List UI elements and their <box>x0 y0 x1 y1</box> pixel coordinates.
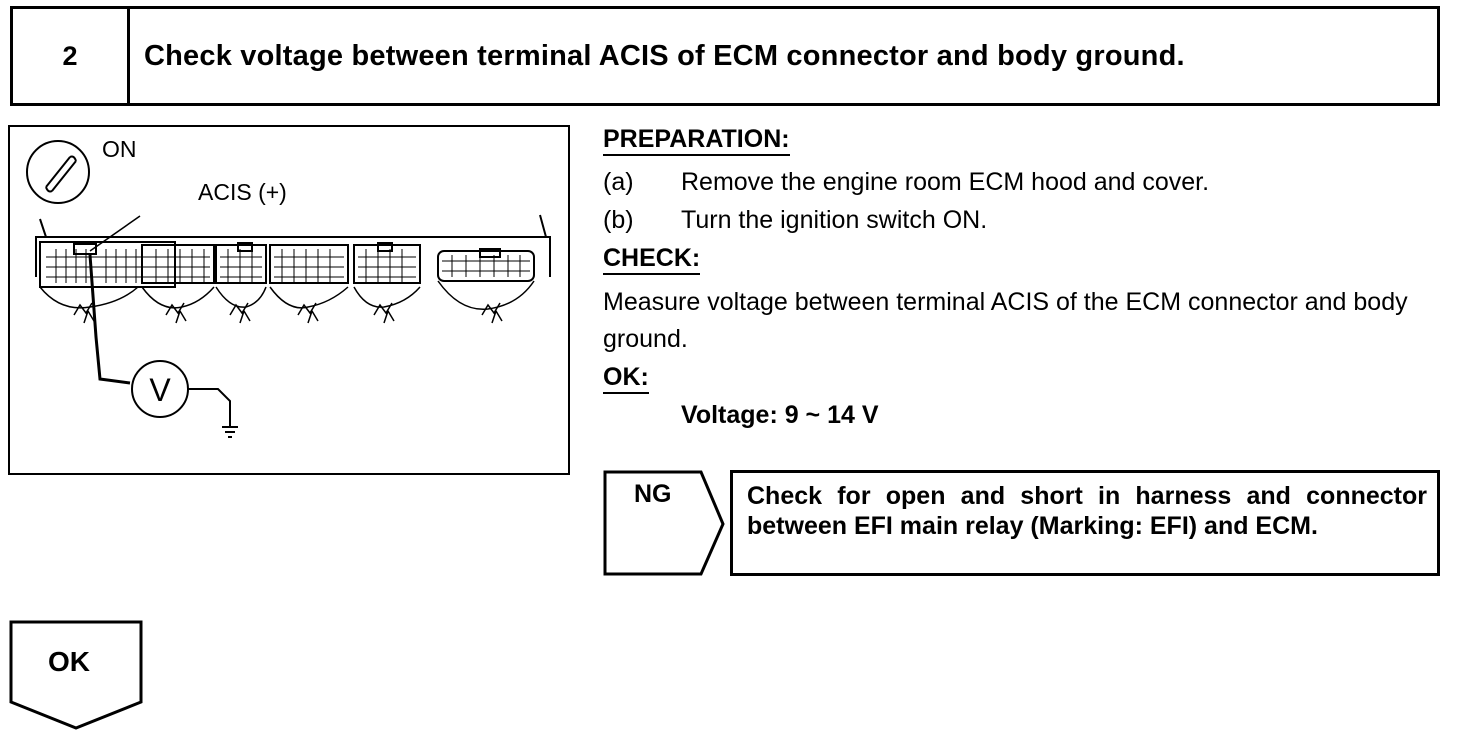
preparation-heading: PREPARATION: <box>603 124 790 156</box>
ng-label: NG <box>634 480 672 508</box>
ng-arrow-shape <box>603 470 725 576</box>
ecm-connector-illustration: V <box>26 140 551 438</box>
prep-item-a: (a) Remove the engine room ECM hood and c… <box>603 167 1209 197</box>
ecm-connector-icon <box>35 214 551 288</box>
probe-lead <box>88 254 131 385</box>
voltage-spec: Voltage: 9 ~ 14 V <box>681 401 879 429</box>
item-letter: (b) <box>603 206 634 234</box>
step-header: 2 Check voltage between terminal ACIS of… <box>10 6 1440 106</box>
prep-item-b: (b) Turn the ignition switch ON. <box>603 205 987 235</box>
connector-pins <box>46 249 530 283</box>
step-number: 2 <box>13 9 130 103</box>
acis-terminal-label: ACIS (+) <box>198 179 287 205</box>
switch-on-label: ON <box>102 136 137 162</box>
ecm-diagram: V ON ACIS (+) <box>8 125 570 475</box>
ground-icon <box>222 426 238 438</box>
ng-action-box: Check for open and short in harness and … <box>730 470 1440 576</box>
meter-symbol: V <box>149 372 171 408</box>
ok-label: OK <box>48 646 90 677</box>
check-text: Measure voltage between terminal ACIS of… <box>603 288 1408 353</box>
step-title: Check voltage between terminal ACIS of E… <box>144 39 1185 72</box>
voltmeter-icon: V <box>131 360 189 418</box>
check-heading: CHECK: <box>603 243 701 275</box>
ok-heading: OK: <box>603 362 649 394</box>
wire-harness <box>39 280 535 324</box>
item-letter: (a) <box>603 168 634 196</box>
item-text: Turn the ignition switch ON. <box>681 206 988 234</box>
item-text: Remove the engine room ECM hood and cove… <box>681 168 1210 196</box>
ground-lead <box>188 388 231 427</box>
ok-arrow-shape <box>9 620 143 730</box>
ignition-switch-icon <box>26 140 90 204</box>
